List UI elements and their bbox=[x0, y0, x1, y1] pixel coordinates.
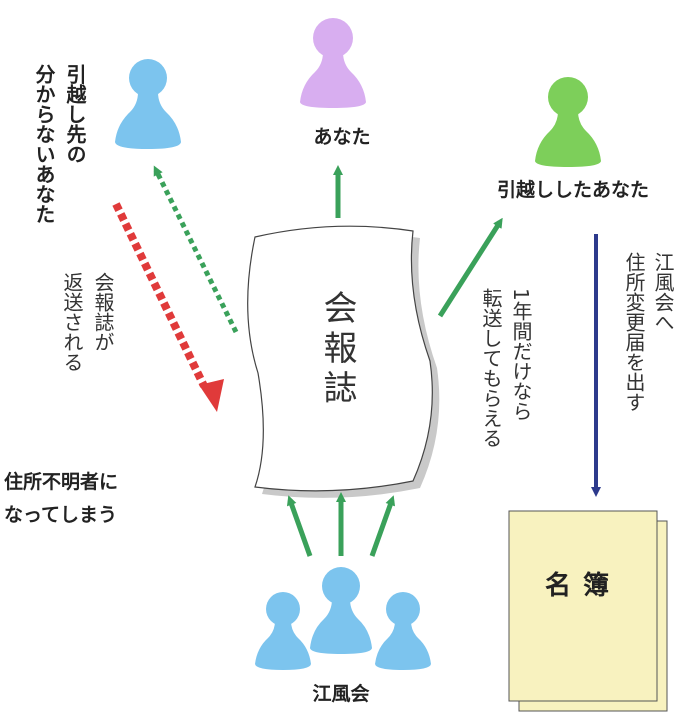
magazine-page bbox=[247, 225, 433, 492]
arrow-forward-moved bbox=[437, 217, 503, 318]
label-register: 名簿 bbox=[545, 570, 621, 601]
label-returned-col1: 会報誌が bbox=[91, 272, 115, 352]
person-unknown-icon bbox=[115, 59, 181, 149]
label-association: 江風会 bbox=[312, 682, 369, 705]
label-notify-col2: 住所変更届を出す bbox=[622, 252, 646, 412]
register-box bbox=[508, 510, 658, 702]
person-member-3-icon bbox=[375, 592, 431, 670]
arrow-returned-head bbox=[199, 379, 224, 412]
person-member-2-icon bbox=[310, 567, 372, 654]
label-forward-col1: 1年間だけなら bbox=[509, 288, 533, 421]
label-magazine: 会報誌 bbox=[317, 290, 357, 410]
arrow-returned bbox=[112, 202, 208, 388]
label-unknown-you-col2: 分からないあなた bbox=[32, 64, 56, 224]
person-you-icon bbox=[300, 18, 366, 108]
arrow-attempt-unknown bbox=[153, 165, 239, 334]
label-notify-col1: 江風会へ bbox=[651, 252, 675, 332]
label-unknown-address-2: なってしまう bbox=[4, 504, 117, 526]
label-unknown-you-col1: 引越し先の bbox=[63, 64, 87, 164]
label-moved-you: 引越ししたあなた bbox=[497, 178, 649, 201]
person-moved-icon bbox=[535, 77, 601, 167]
arrow-member-right bbox=[369, 495, 396, 557]
person-member-1-icon bbox=[255, 592, 311, 670]
arrow-member-left bbox=[286, 495, 313, 557]
label-unknown-address-1: 住所不明者に bbox=[4, 470, 118, 493]
label-returned-col2: 返送される bbox=[60, 272, 84, 372]
label-forward-col2: 転送してもらえる bbox=[479, 288, 503, 448]
label-you: あなた bbox=[313, 126, 370, 148]
